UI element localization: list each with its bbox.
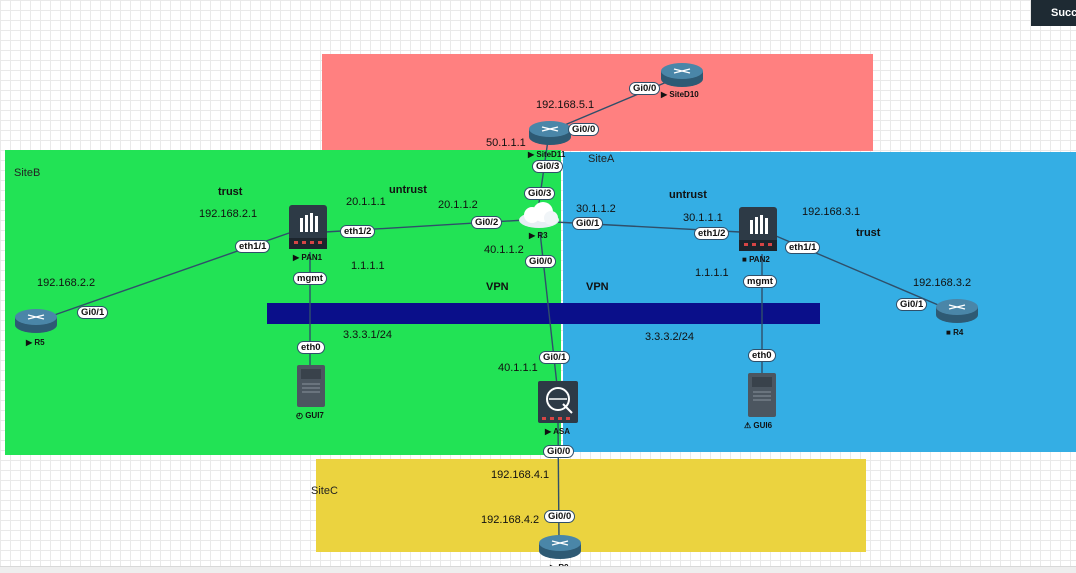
- vpn-tunnel-bar: [267, 303, 820, 324]
- site-d-zone: [322, 54, 873, 151]
- pan2-name-text: PAN2: [749, 255, 770, 264]
- router-r9[interactable]: [538, 532, 582, 565]
- addr-d5: 192.168.5.1: [536, 99, 595, 111]
- cloud-r3[interactable]: [516, 200, 562, 235]
- iface-pan2-eth12[interactable]: eth1/2: [694, 227, 730, 240]
- pan1-name-text: PAN1: [301, 253, 323, 262]
- addr-r3-c: 40.1.1.2: [484, 244, 524, 256]
- addr-pan1-loop: 1.1.1.1: [351, 260, 385, 272]
- sited10-name-text: SiteD10: [669, 90, 699, 99]
- zone-b-trust: trust: [218, 186, 243, 198]
- addr-pan2-inside: 192.168.3.1: [802, 206, 861, 218]
- iface-pan2-eth11[interactable]: eth1/1: [785, 241, 821, 254]
- node-name-sited11: ▶ SiteD11: [528, 150, 566, 159]
- node-name-pan2: ■ PAN2: [742, 255, 770, 264]
- vpn-label-left: VPN: [486, 281, 509, 293]
- gui6-name-text: GUI6: [753, 421, 773, 430]
- iface-r5-gi01[interactable]: Gi0/1: [77, 306, 109, 319]
- site-a-label: SiteA: [588, 153, 615, 165]
- router-r5[interactable]: [14, 306, 58, 339]
- node-name-gui7: ◴ GUI7: [296, 411, 324, 420]
- addr-r3-a: 30.1.1.2: [576, 203, 616, 215]
- iface-asa-gi00[interactable]: Gi0/0: [543, 445, 575, 458]
- zone-a-trust: trust: [856, 227, 881, 239]
- iface-gui7-eth0[interactable]: eth0: [297, 341, 325, 354]
- router-sited10[interactable]: [660, 60, 704, 93]
- iface-r9-gi00[interactable]: Gi0/0: [544, 510, 576, 523]
- addr-r4: 192.168.3.2: [913, 277, 972, 289]
- iface-gui6-eth0[interactable]: eth0: [748, 349, 776, 362]
- iface-sited11-gi00[interactable]: Gi0/0: [568, 123, 600, 136]
- site-b-zone: [5, 150, 561, 455]
- server-gui6[interactable]: [747, 372, 777, 423]
- sited11-name-text: SiteD11: [536, 150, 566, 159]
- gui7-name-text: GUI7: [305, 411, 324, 420]
- node-name-sited10: ▶ SiteD10: [661, 90, 699, 99]
- success-toast[interactable]: Succ: [1031, 0, 1076, 26]
- iface-pan2-mgmt[interactable]: mgmt: [743, 275, 777, 288]
- r3-name-text: R3: [537, 231, 548, 240]
- addr-pan2-outside: 30.1.1.1: [683, 212, 723, 224]
- node-name-r5: ▶ R5: [26, 338, 45, 347]
- addr-pan1-inside: 192.168.2.1: [199, 208, 258, 220]
- firewall-icon: [739, 207, 777, 251]
- r4-name-text: R4: [953, 328, 964, 337]
- iface-r3-gi00[interactable]: Gi0/0: [525, 255, 557, 268]
- firewall-icon: [289, 205, 327, 249]
- addr-r3-b: 20.1.1.2: [438, 199, 478, 211]
- node-name-pan1: ▶ PAN1: [293, 253, 323, 262]
- cloud-icon: [519, 202, 559, 228]
- router-icon: [936, 299, 978, 323]
- server-icon: [297, 365, 325, 407]
- iface-pan1-eth11[interactable]: eth1/1: [235, 240, 271, 253]
- addr-r9: 192.168.4.2: [481, 514, 540, 526]
- site-b-label: SiteB: [14, 167, 41, 179]
- router-icon: [661, 63, 703, 87]
- router-r4[interactable]: [935, 296, 979, 329]
- iface-sited11-gi03[interactable]: Gi0/3: [532, 160, 564, 173]
- iface-r3-gi03[interactable]: Gi0/3: [524, 187, 556, 200]
- addr-pan2-loop: 1.1.1.1: [695, 267, 729, 279]
- router-icon: [15, 309, 57, 333]
- toast-text: Succ: [1051, 7, 1076, 19]
- iface-r3-gi02[interactable]: Gi0/2: [471, 216, 503, 229]
- addr-pan1-mgmt: 3.3.3.1/24: [343, 329, 392, 341]
- router-icon: [529, 121, 571, 145]
- node-name-r4: ■ R4: [946, 328, 964, 337]
- server-gui7[interactable]: [296, 364, 326, 413]
- iface-pan1-eth12[interactable]: eth1/2: [340, 225, 376, 238]
- addr-pan2-mgmt: 3.3.3.2/24: [645, 331, 694, 343]
- firewall-pan2[interactable]: [738, 206, 778, 257]
- addr-r5: 192.168.2.2: [37, 277, 96, 289]
- iface-sited10-gi00[interactable]: Gi0/0: [629, 82, 661, 95]
- addr-asa-out: 40.1.1.1: [498, 362, 538, 374]
- site-c-label: SiteC: [311, 485, 338, 497]
- site-a-zone: [563, 152, 1076, 452]
- router-icon: [539, 535, 581, 559]
- node-name-r3: ▶ R3: [529, 231, 548, 240]
- node-name-asa: ▶ ASA: [545, 427, 570, 436]
- zone-b-untrust: untrust: [389, 184, 427, 196]
- zone-a-untrust: untrust: [669, 189, 707, 201]
- iface-pan1-mgmt[interactable]: mgmt: [293, 272, 327, 285]
- site-c-zone: [316, 459, 866, 552]
- iface-r4-gi01[interactable]: Gi0/1: [896, 298, 928, 311]
- firewall-pan1[interactable]: [288, 204, 328, 255]
- node-name-gui6: ⚠ GUI6: [744, 421, 773, 430]
- canvas-bottom-scrollbar[interactable]: [0, 566, 1076, 573]
- iface-r3-gi01[interactable]: Gi0/1: [572, 217, 604, 230]
- iface-asa-gi01[interactable]: Gi0/1: [539, 351, 571, 364]
- asa-name-text: ASA: [553, 427, 570, 436]
- addr-d11: 50.1.1.1: [486, 137, 526, 149]
- router-sited11[interactable]: [528, 118, 572, 151]
- addr-pan1-outside: 20.1.1.1: [346, 196, 386, 208]
- addr-asa-in: 192.168.4.1: [491, 469, 550, 481]
- vpn-label-right: VPN: [586, 281, 609, 293]
- server-icon: [748, 373, 776, 417]
- asa-firewall[interactable]: [537, 380, 579, 429]
- r5-name-text: R5: [34, 338, 45, 347]
- asa-icon: [538, 381, 578, 423]
